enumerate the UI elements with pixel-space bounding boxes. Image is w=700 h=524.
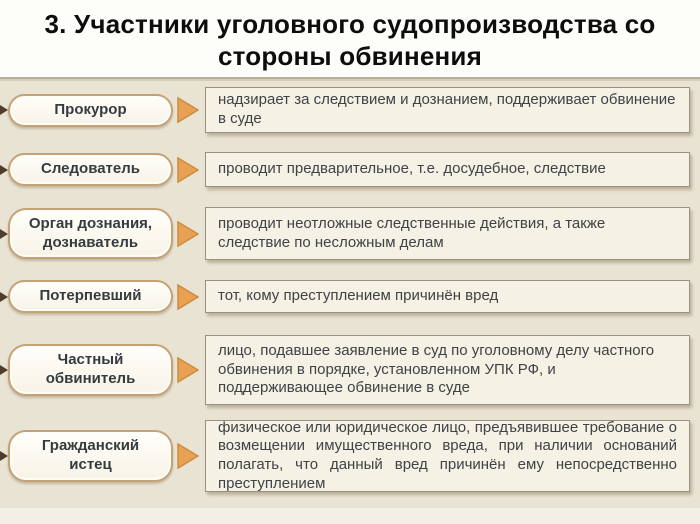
role-label: Потерпевший: [39, 287, 142, 305]
arrow-right-icon: [177, 220, 199, 248]
row-prokuror: Прокурор надзирает за следствием и дозна…: [0, 87, 690, 133]
connector-tick-icon: [0, 164, 8, 175]
role-pill-chastny-obvinitel: Частный обвинитель: [8, 344, 173, 396]
slide-title: 3. Участники уголовного судопроизводства…: [0, 9, 700, 72]
role-label: Гражданский истец: [41, 437, 140, 473]
description-box: проводит предварительное, т.е. досудебно…: [205, 152, 690, 187]
description-box: тот, кому преступлением причинён вред: [205, 280, 690, 313]
connector-tick-icon: [0, 451, 8, 461]
role-label: Прокурор: [54, 100, 127, 118]
connector-tick-icon: [0, 365, 8, 375]
connector-tick-icon: [0, 228, 8, 239]
role-label: Частный обвинитель: [45, 351, 136, 387]
description-box: физическое или юридическое лицо, предъяв…: [205, 418, 690, 492]
role-label: Следователь: [41, 160, 140, 178]
connector-tick-icon: [0, 291, 8, 302]
connector-tick-icon: [0, 105, 8, 115]
role-pill-prokuror: Прокурор: [8, 93, 173, 127]
description-text: проводит предварительное, т.е. досудебно…: [218, 160, 606, 178]
row-organ-doznaniya: Орган дознания, дознаватель проводит нео…: [0, 207, 690, 260]
description-text: тот, кому преступлением причинён вред: [218, 287, 499, 305]
description-text: лицо, подавшее заявление в суд по уголов…: [218, 341, 655, 397]
arrow-right-icon: [177, 442, 199, 470]
row-sledovatel: Следователь проводит предварительное, т.…: [0, 152, 690, 187]
description-box: надзирает за следствием и дознанием, под…: [205, 87, 690, 133]
role-pill-organ-doznaniya: Орган дознания, дознаватель: [8, 207, 173, 260]
arrow-right-icon: [177, 96, 199, 124]
description-text: физическое или юридическое лицо, предъяв…: [218, 418, 677, 492]
description-text: проводит неотложные следственные действи…: [218, 214, 606, 251]
role-pill-poterpevshiy: Потерпевший: [8, 280, 173, 313]
role-pill-sledovatel: Следователь: [8, 153, 173, 186]
description-box: лицо, подавшее заявление в суд по уголов…: [205, 335, 690, 405]
row-poterpevshiy: Потерпевший тот, кому преступлением прич…: [0, 280, 690, 313]
role-label: Орган дознания, дознаватель: [28, 214, 153, 251]
slide-title-text: 3. Участники уголовного судопроизводства…: [44, 9, 656, 71]
arrow-right-icon: [177, 356, 199, 384]
arrow-right-icon: [177, 156, 199, 184]
row-chastny-obvinitel: Частный обвинитель лицо, подавшее заявле…: [0, 335, 690, 405]
arrow-right-icon: [177, 283, 199, 311]
panel-bottom-fade: [0, 508, 700, 524]
description-box: проводит неотложные следственные действи…: [205, 207, 690, 260]
description-text: надзирает за следствием и дознанием, под…: [218, 91, 676, 127]
role-pill-grazhdansky-istets: Гражданский истец: [8, 430, 173, 482]
row-grazhdansky-istets: Гражданский истец физическое или юридиче…: [0, 418, 690, 492]
